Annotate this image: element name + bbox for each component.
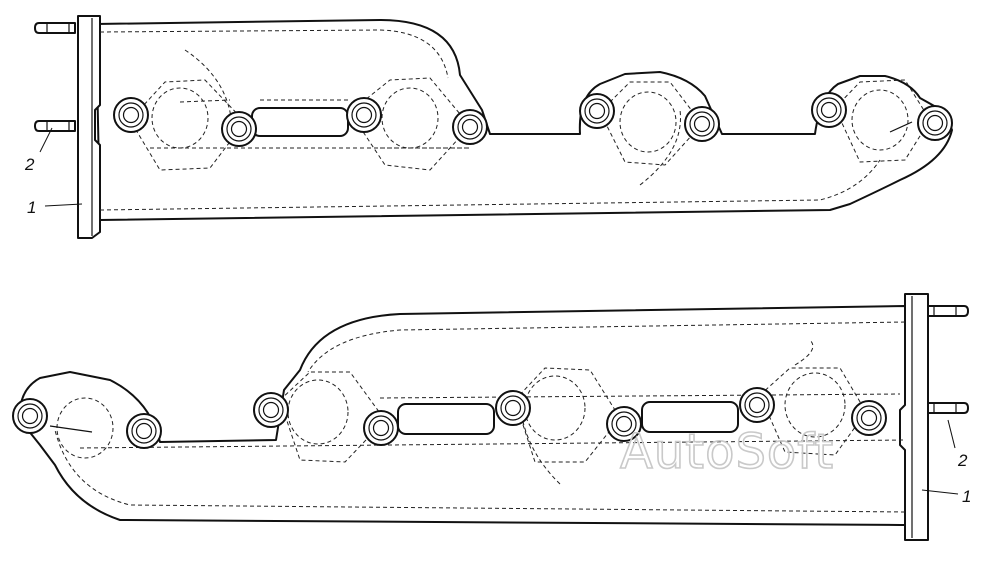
top-boss-7: [811, 92, 847, 128]
bottom-flange: [899, 293, 929, 541]
bottom-stud-callout: 2: [957, 451, 968, 470]
top-centre-slot: [251, 107, 349, 137]
top-boss-8: [917, 105, 953, 141]
top-boss-5: [579, 93, 615, 129]
bottom-boss-7: [739, 387, 775, 423]
top-boss-2: [221, 111, 257, 147]
autosoft-watermark: AutoSoft: [620, 424, 834, 480]
top-boss-1: [113, 97, 149, 133]
top-hidden-passages: [99, 29, 881, 211]
top-boss-6: [684, 106, 720, 142]
bottom-boss-8: [851, 400, 887, 436]
bottom-manifold-callout: 1: [962, 487, 971, 506]
top-boss-3: [346, 97, 382, 133]
top-stud-callout: 2: [24, 155, 35, 174]
top-manifold-callout: 1: [27, 198, 36, 217]
top-stud-lower: [34, 120, 76, 132]
bottom-centre-slot-right: [641, 401, 739, 433]
top-exhaust-manifold: [34, 15, 953, 239]
bottom-boss-4: [363, 410, 399, 446]
top-boss-4: [452, 109, 488, 145]
bottom-centre-slot-left: [397, 403, 495, 435]
top-stud-upper: [34, 22, 76, 34]
bottom-boss-1: [12, 398, 48, 434]
top-flange: [77, 15, 101, 239]
bottom-boss-2: [126, 413, 162, 449]
bottom-exhaust-manifold: [12, 293, 969, 541]
bottom-stud-lower: [927, 402, 969, 414]
bottom-boss-5: [495, 390, 531, 426]
bottom-boss-3: [253, 392, 289, 428]
bottom-stud-upper: [927, 305, 969, 317]
bottom-hidden-passages: [54, 321, 906, 513]
